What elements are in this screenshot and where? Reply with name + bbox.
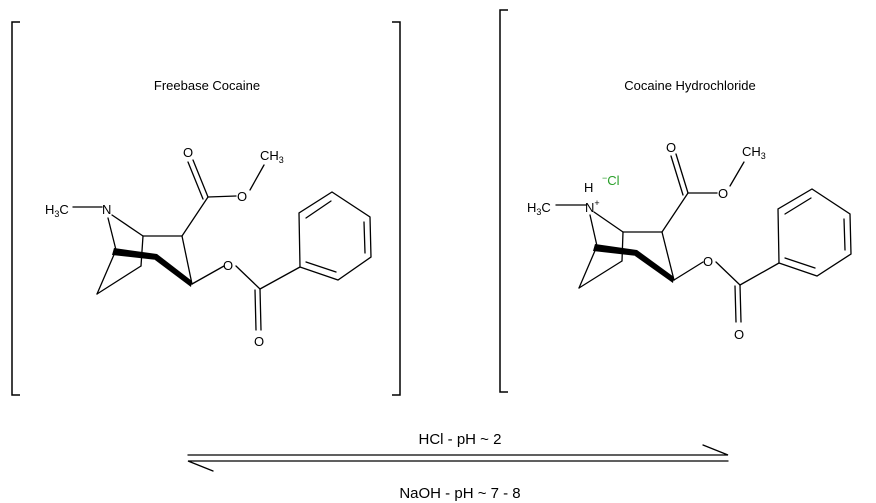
forward-arrow	[187, 444, 729, 456]
right-panel-title: Cocaine Hydrochloride	[624, 78, 756, 93]
equilibrium-arrows: HCl - pH ~ 2 NaOH - pH ~ 7 - 8	[187, 431, 729, 502]
reverse-reaction-label: NaOH - pH ~ 7 - 8	[399, 485, 520, 502]
left-bracket-open	[11, 21, 20, 396]
forward-reaction-label: HCl - pH ~ 2	[419, 431, 502, 448]
right-carbonyl-oxygen-label: O	[666, 140, 676, 155]
freebase-cocaine-structure: H3C N O O CH3 O O	[45, 145, 372, 349]
left-ester-oxygen-label: O	[237, 189, 247, 204]
left-methyl-label: CH3	[260, 148, 284, 165]
left-benzoate-oxygen-label: O	[223, 258, 233, 273]
left-benzoate-carbonyl-oxygen-label: O	[254, 334, 264, 349]
right-panel: Cocaine Hydrochloride	[499, 9, 852, 393]
left-n-methyl-label: H3C	[45, 202, 69, 219]
right-methyl-label: CH3	[742, 144, 766, 161]
left-panel-title: Freebase Cocaine	[154, 78, 260, 93]
reverse-arrow	[187, 460, 729, 472]
cocaine-hydrochloride-structure: H3C H N+ −Cl O O CH3 O O	[527, 140, 852, 342]
right-bracket-open	[499, 9, 508, 393]
left-carbonyl-oxygen-label: O	[183, 145, 193, 160]
right-nitrogen-label: N+	[585, 198, 600, 215]
right-benzoate-oxygen-label: O	[703, 254, 713, 269]
right-n-methyl-label: H3C	[527, 200, 551, 217]
left-panel: Freebase Cocaine	[11, 21, 401, 396]
right-ester-oxygen-label: O	[718, 186, 728, 201]
right-benzoate-carbonyl-oxygen-label: O	[734, 327, 744, 342]
right-chloride-label: −Cl	[602, 173, 620, 188]
left-nitrogen-label: N	[102, 202, 111, 217]
right-nh-hydrogen-label: H	[584, 180, 593, 195]
left-bracket-close	[392, 21, 401, 396]
